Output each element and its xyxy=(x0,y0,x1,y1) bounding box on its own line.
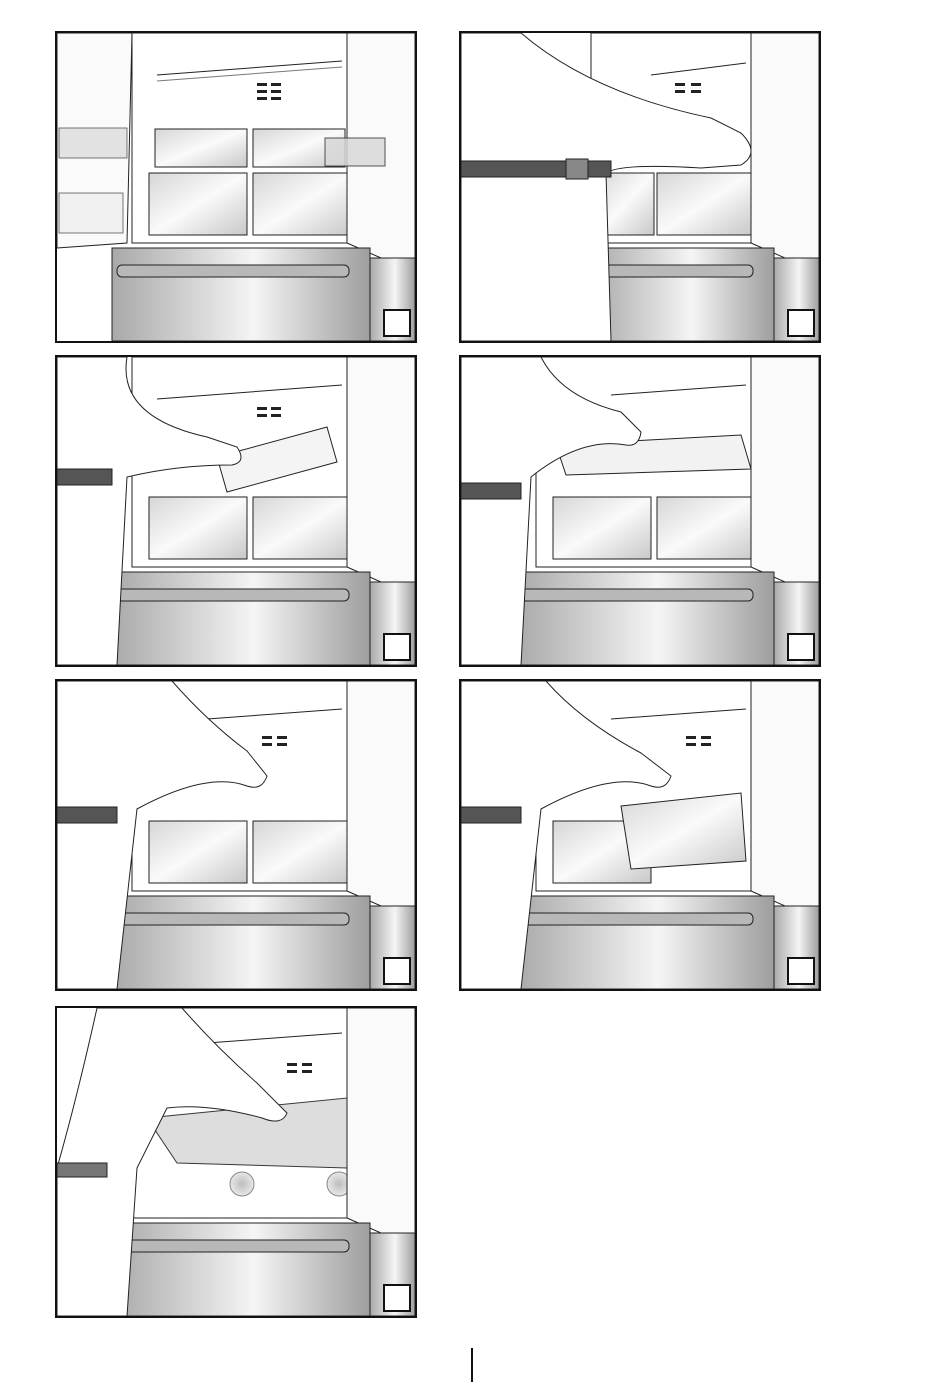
step-panel-7 xyxy=(55,1006,417,1318)
step-number-box xyxy=(787,957,815,985)
step-panel-1 xyxy=(55,31,417,343)
fridge-illustration xyxy=(461,681,819,989)
step-number-box xyxy=(383,957,411,985)
step-number-box xyxy=(383,309,411,337)
step-panel-3 xyxy=(55,355,417,667)
fridge-illustration xyxy=(57,681,415,989)
page-number-divider xyxy=(471,1348,473,1382)
step-number-box xyxy=(787,309,815,337)
step-panel-2 xyxy=(459,31,821,343)
fridge-illustration xyxy=(461,33,819,341)
fridge-illustration xyxy=(461,357,819,665)
step-panel-6 xyxy=(459,679,821,991)
step-number-box xyxy=(383,1284,411,1312)
step-panel-4 xyxy=(459,355,821,667)
step-panel-5 xyxy=(55,679,417,991)
fridge-illustration xyxy=(57,1008,415,1316)
step-number-box xyxy=(383,633,411,661)
step-number-box xyxy=(787,633,815,661)
fridge-illustration xyxy=(57,357,415,665)
fridge-illustration xyxy=(57,33,415,341)
